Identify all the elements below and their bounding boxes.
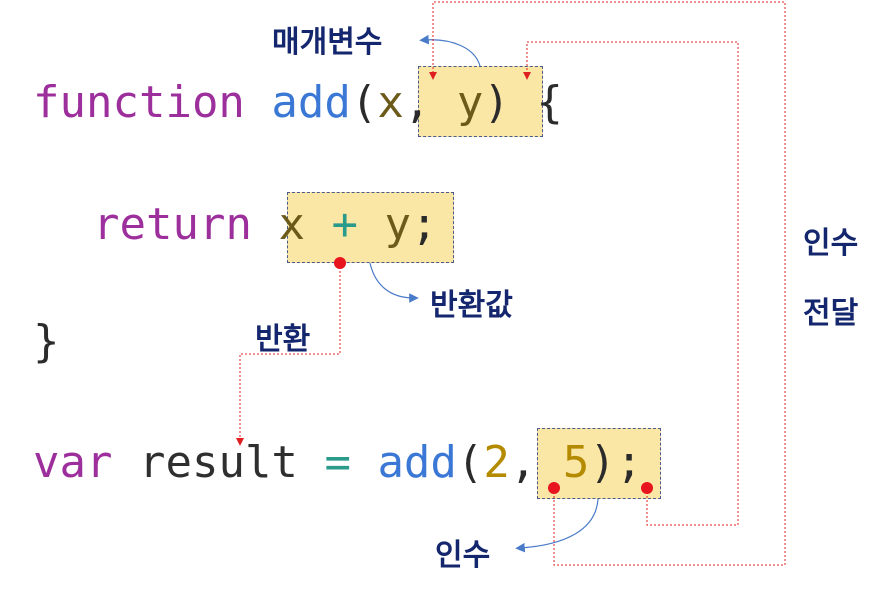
variable-result: result bbox=[138, 437, 298, 488]
close-brace: } bbox=[33, 316, 60, 367]
call-open-paren: ( bbox=[456, 437, 484, 488]
call-close-paren: ) bbox=[589, 437, 616, 488]
label-argument: 인수 bbox=[435, 538, 491, 573]
label-return-value: 반환값 bbox=[430, 288, 513, 323]
argument-callout-arrow bbox=[515, 498, 599, 553]
comma: , bbox=[403, 77, 431, 128]
code-line-function-declaration: function add(x, y) { bbox=[33, 73, 563, 133]
close-paren: ) bbox=[483, 77, 510, 128]
call-comma: , bbox=[509, 437, 537, 488]
semicolon: ; bbox=[410, 199, 438, 250]
argument-5-dot bbox=[641, 482, 653, 494]
return-flow-arrow bbox=[236, 263, 341, 446]
return-operand-x: x bbox=[278, 199, 305, 250]
keyword-return: return bbox=[93, 199, 252, 250]
return-value-callout-arrow bbox=[369, 262, 419, 303]
argument-5: 5 bbox=[562, 437, 590, 488]
return-expression-highlight-box bbox=[287, 192, 454, 263]
parameter-y: y bbox=[456, 77, 484, 128]
label-argument-passing-line1: 인수 bbox=[803, 226, 859, 261]
open-brace: { bbox=[536, 77, 563, 128]
argument-2: 2 bbox=[483, 437, 510, 488]
return-operand-y: y bbox=[384, 199, 411, 250]
call-semicolon: ; bbox=[615, 437, 643, 488]
parameter-x: x bbox=[377, 77, 404, 128]
code-line-close-brace: } bbox=[33, 312, 60, 372]
return-origin-dot bbox=[334, 257, 346, 269]
parameter-callout-arrow bbox=[419, 34, 481, 67]
code-line-call: var result = add(2, 5); bbox=[33, 433, 642, 493]
label-argument-passing-line2: 전달 bbox=[803, 296, 859, 331]
label-parameter: 매개변수 bbox=[272, 25, 383, 60]
label-return: 반환 bbox=[255, 322, 311, 357]
call-function-name: add bbox=[377, 437, 457, 488]
params-highlight-box bbox=[418, 66, 543, 137]
code-line-return: return x + y; bbox=[93, 195, 437, 255]
assign-operator: = bbox=[324, 437, 351, 488]
open-paren: ( bbox=[350, 77, 378, 128]
argument-2-dot bbox=[548, 482, 560, 494]
function-name: add bbox=[271, 77, 351, 128]
keyword-function: function bbox=[33, 77, 245, 128]
keyword-var: var bbox=[33, 437, 113, 488]
argument-2-to-x-arrow bbox=[429, 1, 786, 566]
plus-operator: + bbox=[331, 199, 358, 250]
argument-5-to-y-arrow bbox=[523, 41, 739, 526]
